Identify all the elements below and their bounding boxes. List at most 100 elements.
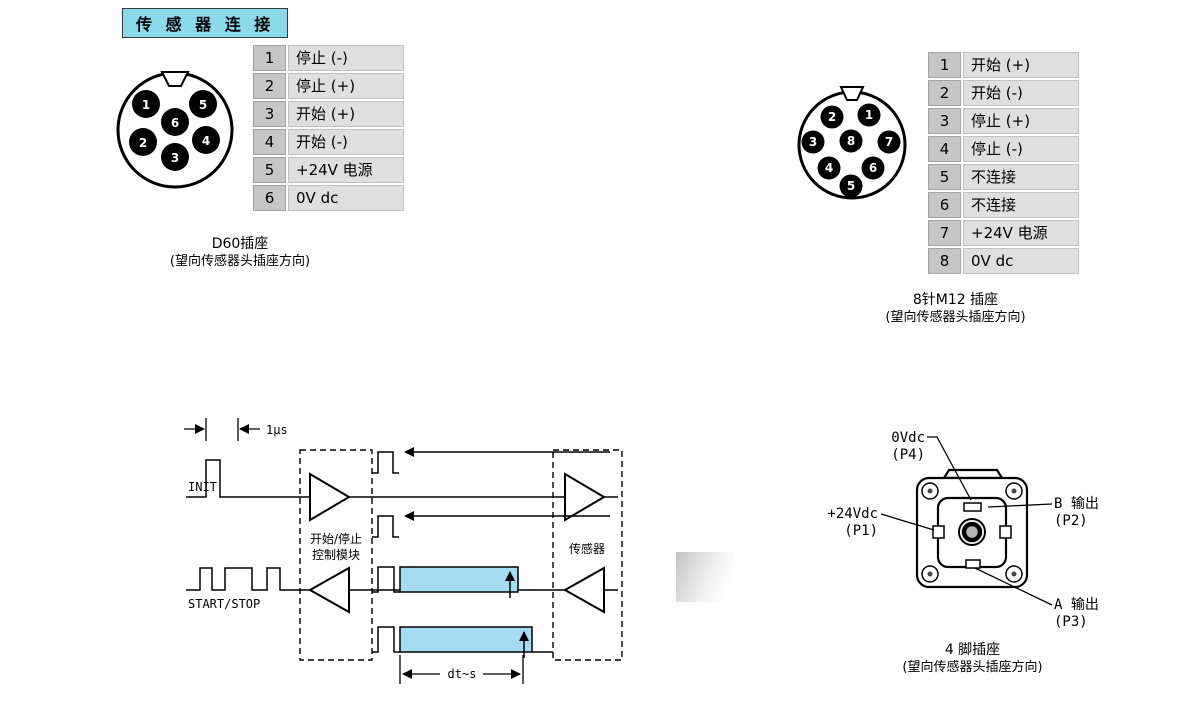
pin-label: 开始 (+) [288, 101, 404, 127]
m12-caption: 8针M12 插座 (望向传感器头插座方向) [828, 292, 1083, 326]
leader-p2 [987, 503, 1053, 508]
svg-text:4: 4 [202, 134, 210, 148]
pin-label: 停止 (+) [288, 73, 404, 99]
p3-label: (P3) [1054, 614, 1088, 630]
svg-text:3: 3 [171, 151, 179, 165]
buffer-triangle-right [564, 472, 606, 522]
p4-label: (P4) [891, 447, 925, 463]
d60-pin-2: 2 [129, 128, 157, 156]
d60-pin-5: 5 [189, 90, 217, 118]
m12-pin-5: 5 [839, 174, 863, 198]
buffer-triangle-right [309, 472, 351, 522]
m12-caption-subtitle: (望向传感器头插座方向) [885, 310, 1026, 325]
pin-label: +24V 电源 [288, 157, 404, 183]
pin-number: 2 [928, 80, 961, 106]
signal-fill-bar [399, 626, 533, 653]
pin-number: 6 [928, 192, 961, 218]
svg-text:4: 4 [825, 161, 833, 175]
m12-keyway-notch [839, 86, 865, 101]
pin-number: 4 [253, 129, 286, 155]
svg-text:7: 7 [885, 135, 893, 149]
screw-hole [1005, 565, 1023, 583]
pin-number: 4 [928, 136, 961, 162]
d60-pin-4: 4 [192, 126, 220, 154]
sensor-label: 传感器 [569, 541, 605, 556]
pin-slot-p3 [965, 559, 981, 569]
plug4-caption-title: 4 脚插座 [944, 642, 1001, 658]
svg-text:5: 5 [199, 98, 207, 112]
pin-number: 3 [928, 108, 961, 134]
pin-label: 开始 (-) [288, 129, 404, 155]
pin-label: 停止 (-) [963, 136, 1079, 162]
pin-number: 8 [928, 248, 961, 274]
pin-slot-p2 [999, 525, 1012, 539]
pulse-stub [372, 626, 400, 653]
init-label: INIT [188, 480, 217, 494]
screw-hole [921, 482, 939, 500]
start-stop-label: START/STOP [188, 597, 260, 611]
p1-label: (P1) [844, 523, 878, 539]
d60-pin-1: 1 [132, 90, 160, 118]
pin-number: 1 [928, 52, 961, 78]
pin-label: 0V dc [288, 185, 404, 211]
pin-slot-p4 [963, 502, 982, 512]
m12-pin-1: 1 [857, 103, 881, 127]
pin-number: 2 [253, 73, 286, 99]
m12-pin-7: 7 [877, 130, 901, 154]
pulse-stub [372, 451, 399, 474]
svg-text:2: 2 [828, 110, 836, 124]
signal-fill-bar [399, 566, 519, 593]
pin-slot-p1 [932, 525, 945, 539]
p4-label: 0Vdc [891, 430, 925, 446]
pulse-width-measure: 1μs [184, 418, 288, 441]
pin-number: 7 [928, 220, 961, 246]
leader-p3 [974, 567, 1053, 606]
p2-label: B 输出 [1054, 496, 1099, 512]
pin-row: 7+24V 电源 [928, 220, 1079, 246]
m12-pin-2: 2 [820, 105, 844, 129]
pin-number: 5 [928, 164, 961, 190]
m12-pin-3: 3 [801, 130, 825, 154]
svg-text:5: 5 [847, 179, 855, 193]
section-title: 传 感 器 连 接 [122, 8, 289, 38]
d60-pin-3: 3 [161, 143, 189, 171]
module-label: 控制模块 [312, 548, 360, 562]
d60-pin-6: 6 [161, 108, 189, 136]
pin-label: 开始 (-) [963, 80, 1079, 106]
module-label: 开始/停止 [310, 531, 362, 546]
timing-diagram: 1μs INIT START/STOP [184, 418, 623, 684]
m12-pin-6: 6 [861, 156, 885, 180]
pin-label: +24V 电源 [963, 220, 1079, 246]
svg-text:1: 1 [142, 98, 150, 112]
d60-connector-drawing: 1 5 6 2 4 3 [116, 71, 234, 189]
buffer-triangle-left [307, 566, 350, 614]
d60-keyway-notch [160, 71, 190, 87]
page-curl-artifact [676, 552, 734, 602]
pulse-stub [372, 515, 399, 538]
m12-pin-4: 4 [817, 156, 841, 180]
plug4-caption-subtitle: (望向传感器头插座方向) [902, 660, 1043, 675]
d60-caption-title: D60插座 [211, 236, 269, 252]
dt-measure: dt~s [399, 655, 524, 684]
m12-connector-drawing: 2 1 3 8 7 4 6 5 [797, 86, 907, 200]
pin-label: 0V dc [963, 248, 1079, 274]
p1-label: +24Vdc [827, 506, 878, 522]
pin-label: 不连接 [963, 164, 1079, 190]
dt-label: dt~s [448, 667, 477, 681]
m12-caption-title: 8针M12 插座 [912, 292, 999, 308]
plug-center-pin [961, 521, 983, 543]
svg-text:2: 2 [139, 136, 147, 150]
leader-p4 [927, 436, 972, 501]
p3-label: A 输出 [1054, 597, 1099, 613]
